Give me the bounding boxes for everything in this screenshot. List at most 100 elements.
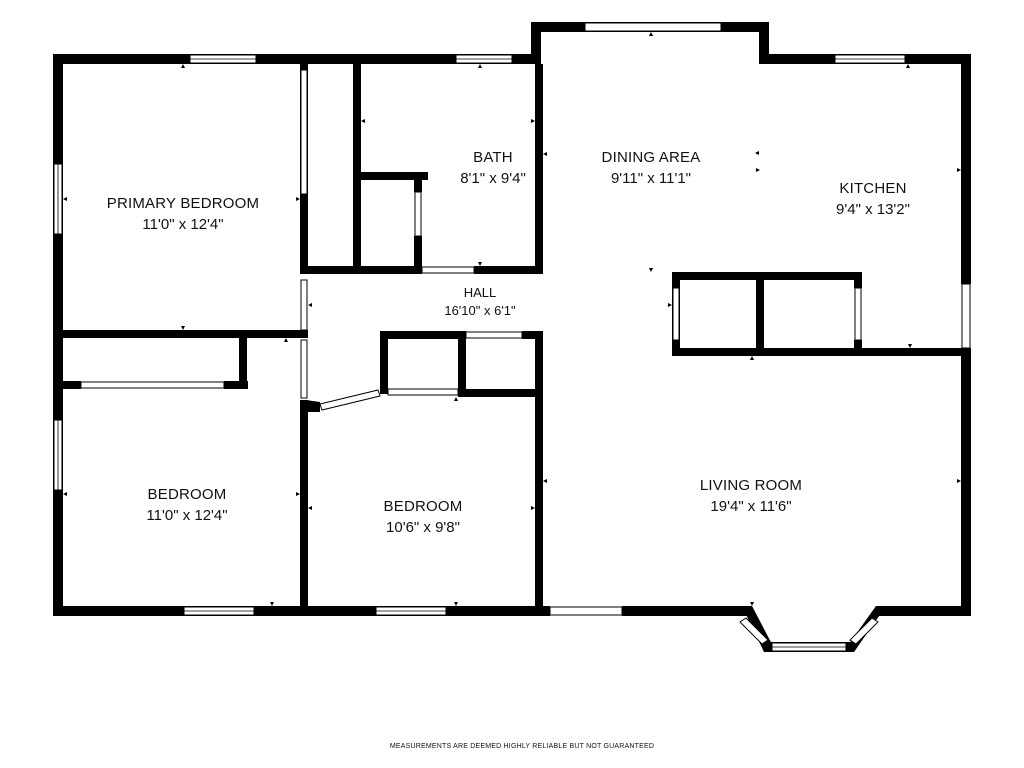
marker bbox=[531, 119, 535, 123]
wall-bath-bottom bbox=[474, 266, 542, 274]
wall-bath-right bbox=[535, 64, 543, 274]
marker bbox=[308, 506, 312, 510]
marker bbox=[750, 356, 754, 360]
window-living-bottom-opening bbox=[549, 606, 623, 616]
window-bay-right bbox=[849, 617, 879, 645]
markers bbox=[63, 32, 961, 606]
marker bbox=[906, 64, 910, 68]
room-dims-bath: 8'1" x 9'4" bbox=[460, 170, 526, 187]
room-name-bedroom-center: BEDROOM bbox=[384, 498, 463, 515]
room-dims-dining-area: 9'11" x 11'1" bbox=[611, 170, 691, 187]
wall-linen-right-bot bbox=[414, 236, 422, 274]
openings bbox=[80, 69, 862, 411]
marker bbox=[908, 344, 912, 348]
room-name-living-room: LIVING ROOM bbox=[700, 477, 802, 494]
marker bbox=[63, 492, 67, 496]
room-name-hall: HALL bbox=[464, 285, 497, 300]
wall-closet-right-stub bbox=[224, 381, 248, 389]
window-kitchen-right-opening bbox=[961, 283, 971, 349]
room-dims-bedroom-center: 10'6" x 9'8" bbox=[386, 519, 460, 536]
room-dims-kitchen: 9'4" x 13'2" bbox=[836, 201, 910, 218]
wall-dining-left-jog bbox=[531, 22, 541, 64]
marker bbox=[531, 506, 535, 510]
wall-closet-left-stub bbox=[63, 381, 81, 389]
closet-door-hall-linen bbox=[414, 191, 422, 237]
wall-closet-bath-divider bbox=[353, 64, 361, 274]
room-name-bath: BATH bbox=[473, 149, 513, 166]
cabinet-opening-a bbox=[672, 287, 680, 341]
marker bbox=[454, 397, 458, 401]
wall-right-upper bbox=[961, 54, 971, 284]
wall-center-bedroom-right bbox=[535, 331, 543, 606]
room-name-kitchen: KITCHEN bbox=[839, 180, 906, 197]
wall-bedroom-left-right bbox=[300, 400, 308, 606]
room-name-primary-bedroom: PRIMARY BEDROOM bbox=[107, 195, 259, 212]
window-dining-top bbox=[584, 22, 722, 32]
marker bbox=[649, 32, 653, 36]
measurement-disclaimer: MEASUREMENTS ARE DEEMED HIGHLY RELIABLE … bbox=[390, 743, 654, 750]
wall-closet-center-mid bbox=[458, 331, 466, 397]
door-center-bedroom-angled bbox=[319, 389, 381, 411]
closet-door-center-a bbox=[387, 388, 459, 396]
wall-center-bedroom-corner bbox=[306, 400, 320, 412]
room-dims-living-room: 19'4" x 11'6" bbox=[710, 498, 791, 515]
wall-linen-right-top bbox=[414, 172, 422, 192]
room-dims-primary-bedroom: 11'0" x 12'4" bbox=[142, 216, 223, 233]
marker bbox=[478, 262, 482, 266]
marker bbox=[284, 338, 288, 342]
room-labels: PRIMARY BEDROOM 11'0" x 12'4" BATH 8'1" … bbox=[107, 149, 910, 536]
wall-linen-top bbox=[353, 172, 428, 180]
wall-island-right bbox=[854, 272, 862, 288]
wall-right-lower bbox=[961, 348, 971, 616]
marker bbox=[270, 602, 274, 606]
marker bbox=[296, 492, 300, 496]
window-bay-left bbox=[739, 617, 769, 645]
marker bbox=[957, 168, 961, 172]
marker bbox=[296, 197, 300, 201]
wall-primary-bottom bbox=[63, 330, 308, 338]
marker bbox=[543, 152, 547, 156]
room-dims-hall: 16'10" x 6'1" bbox=[444, 303, 516, 318]
wall-top-left bbox=[53, 54, 541, 64]
wall-closet-left-side bbox=[239, 338, 247, 389]
marker bbox=[308, 303, 312, 307]
wall-hall-right-stub bbox=[522, 331, 543, 339]
windows bbox=[53, 22, 971, 652]
marker bbox=[649, 268, 653, 272]
wall-bottom-left bbox=[53, 606, 550, 616]
wall-bottom-mid bbox=[622, 606, 750, 616]
wall-closet-bottom bbox=[300, 266, 422, 274]
door-bath bbox=[421, 266, 475, 274]
marker bbox=[756, 168, 760, 172]
marker bbox=[63, 197, 67, 201]
door-hall-left-bedroom bbox=[300, 339, 308, 399]
wall-bottom-right bbox=[876, 606, 971, 616]
wall-dining-right-jog bbox=[759, 22, 769, 64]
marker bbox=[454, 602, 458, 606]
wall-closet-center-top bbox=[380, 331, 466, 339]
marker bbox=[478, 64, 482, 68]
closet-door-primary bbox=[300, 69, 308, 195]
room-name-dining-area: DINING AREA bbox=[602, 149, 701, 166]
marker bbox=[668, 303, 672, 307]
wall-closet-center-left bbox=[380, 331, 388, 394]
marker bbox=[361, 119, 365, 123]
room-name-bedroom-left: BEDROOM bbox=[148, 486, 227, 503]
marker bbox=[181, 64, 185, 68]
marker bbox=[181, 326, 185, 330]
door-hall-primary bbox=[300, 279, 308, 331]
marker bbox=[957, 479, 961, 483]
cabinet-opening-b bbox=[854, 287, 862, 341]
marker bbox=[750, 602, 754, 606]
wall-island-top bbox=[672, 272, 862, 280]
closet-door-left-bedroom bbox=[80, 381, 225, 389]
closet-door-center-b bbox=[465, 331, 523, 339]
marker bbox=[543, 479, 547, 483]
wall-left bbox=[53, 54, 63, 616]
wall-kitchen-bottom bbox=[672, 348, 971, 356]
room-dims-bedroom-left: 11'0" x 12'4" bbox=[146, 507, 227, 524]
marker bbox=[755, 151, 759, 155]
wall-closet-center-bottom bbox=[458, 389, 543, 397]
wall-island-mid bbox=[756, 272, 764, 356]
